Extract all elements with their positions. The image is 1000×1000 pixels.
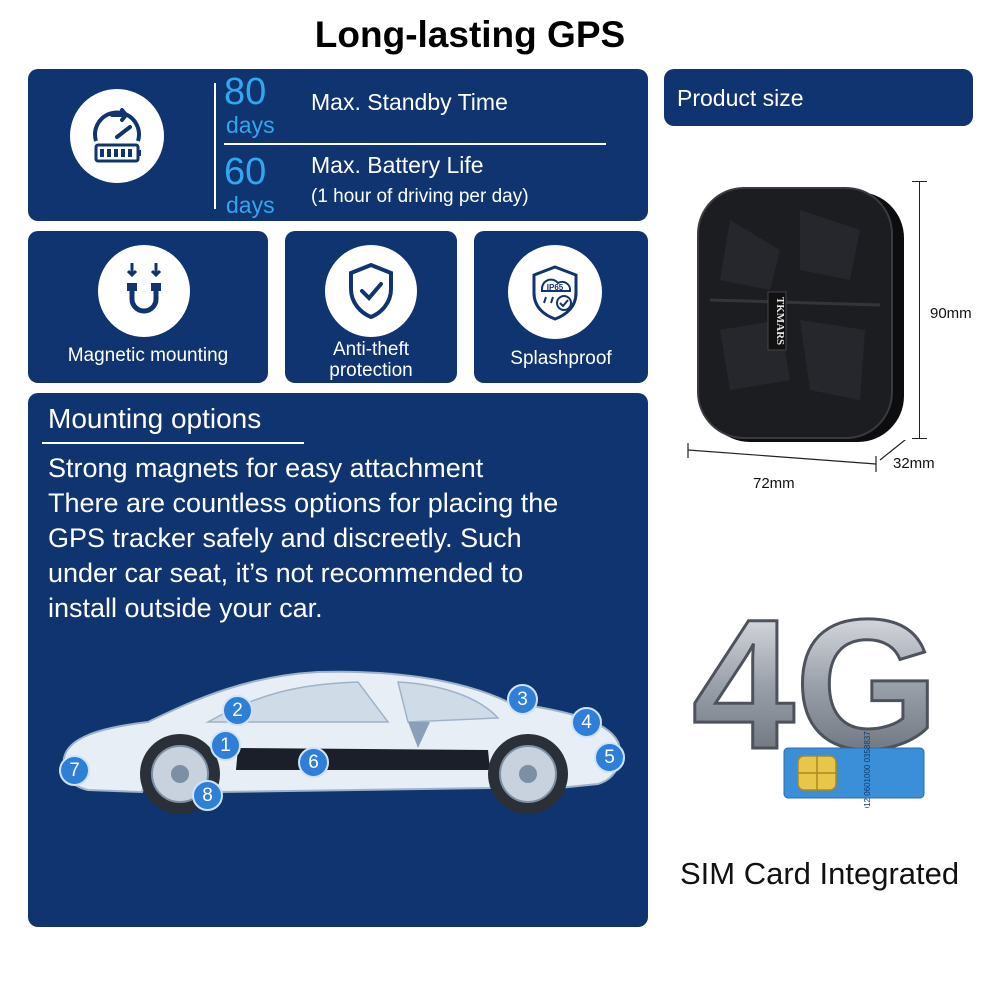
mounting-heading: Mounting options	[48, 403, 262, 434]
battery-panel: 80 days Max. Standby Time 60 days Max. B…	[28, 69, 648, 221]
height-label: 90mm	[930, 305, 972, 322]
stat-standby: 80 days Max. Standby Time	[224, 73, 624, 139]
width-label: 72mm	[753, 475, 795, 492]
product-size-title: Product size	[677, 85, 804, 111]
mount-position-badge: 6	[298, 747, 329, 778]
feature-splashproof: IP65 Splashproof	[474, 231, 648, 383]
height-dimension-line	[919, 181, 920, 439]
description-line: GPS tracker safely and discreetly. Such	[48, 523, 522, 553]
description-line: Strong magnets for easy attachment	[48, 453, 484, 483]
waterproof-icon: IP65	[532, 265, 578, 321]
height-dimension-cap	[912, 181, 927, 182]
feature-magnetic: Magnetic mounting	[28, 231, 268, 383]
mount-position-badge: 3	[507, 684, 538, 715]
magnet-icon	[126, 263, 162, 314]
device-brand: TKMARS	[774, 297, 786, 345]
magnet-icon-circle	[98, 245, 190, 337]
sim-card-digits: 897012 0601000 0358837	[863, 731, 872, 808]
depth-label: 32mm	[893, 455, 935, 472]
battery-gauge-icon	[93, 108, 141, 163]
width-dimension-line	[687, 440, 906, 472]
description-line: under car seat, it’s not recommended to	[48, 558, 524, 588]
shield-icon-circle	[325, 245, 417, 337]
gps-device-image: TKMARS	[697, 187, 904, 442]
mount-position-badge: 2	[222, 695, 253, 726]
battery-icon-circle	[70, 89, 164, 183]
horizontal-divider	[224, 143, 606, 145]
waterproof-icon-circle: IP65	[508, 245, 602, 339]
mount-position-badge: 5	[594, 742, 625, 773]
feature-label-line2: protection	[329, 360, 413, 381]
stat-note: (1 hour of driving per day)	[311, 186, 529, 207]
stat-label: Max. Battery Life	[311, 152, 484, 178]
feature-label: Magnetic mounting	[67, 345, 229, 366]
mount-position-badge: 7	[59, 755, 90, 786]
mounting-description: Strong magnets for easy attachment There…	[48, 451, 558, 626]
stat-unit: days	[226, 192, 275, 218]
stat-unit: days	[226, 112, 275, 138]
page-title: Long-lasting GPS	[314, 14, 626, 55]
heading-underline	[42, 442, 304, 444]
feature-antitheft: Anti-theft protection	[285, 231, 457, 383]
stat-battery: 60 days Max. Battery Life (1 hour of dri…	[224, 149, 644, 219]
ip-rating-text: IP65	[547, 283, 564, 292]
4g-logo-image: 4G 897012 0601000 0358837	[691, 598, 941, 808]
mount-position-badge: 8	[192, 780, 223, 811]
feature-label: Splashproof	[510, 348, 612, 369]
mounting-panel: Mounting options Strong magnets for easy…	[28, 393, 648, 927]
shield-check-icon	[349, 262, 393, 320]
stat-value: 80	[224, 71, 267, 113]
car-illustration	[62, 670, 622, 814]
stat-label: Max. Standby Time	[311, 89, 508, 115]
mount-position-badge: 4	[571, 707, 602, 738]
vertical-divider	[214, 83, 216, 209]
description-line: install outside your car.	[48, 593, 323, 623]
mount-position-badge: 1	[210, 730, 241, 761]
stat-value: 60	[224, 151, 267, 193]
sim-caption: SIM Card Integrated	[680, 856, 960, 891]
product-size-header: Product size	[664, 69, 973, 126]
description-line: There are countless options for placing …	[48, 488, 559, 518]
feature-label-line1: Anti-theft	[332, 339, 410, 360]
height-dimension-cap	[912, 438, 927, 439]
